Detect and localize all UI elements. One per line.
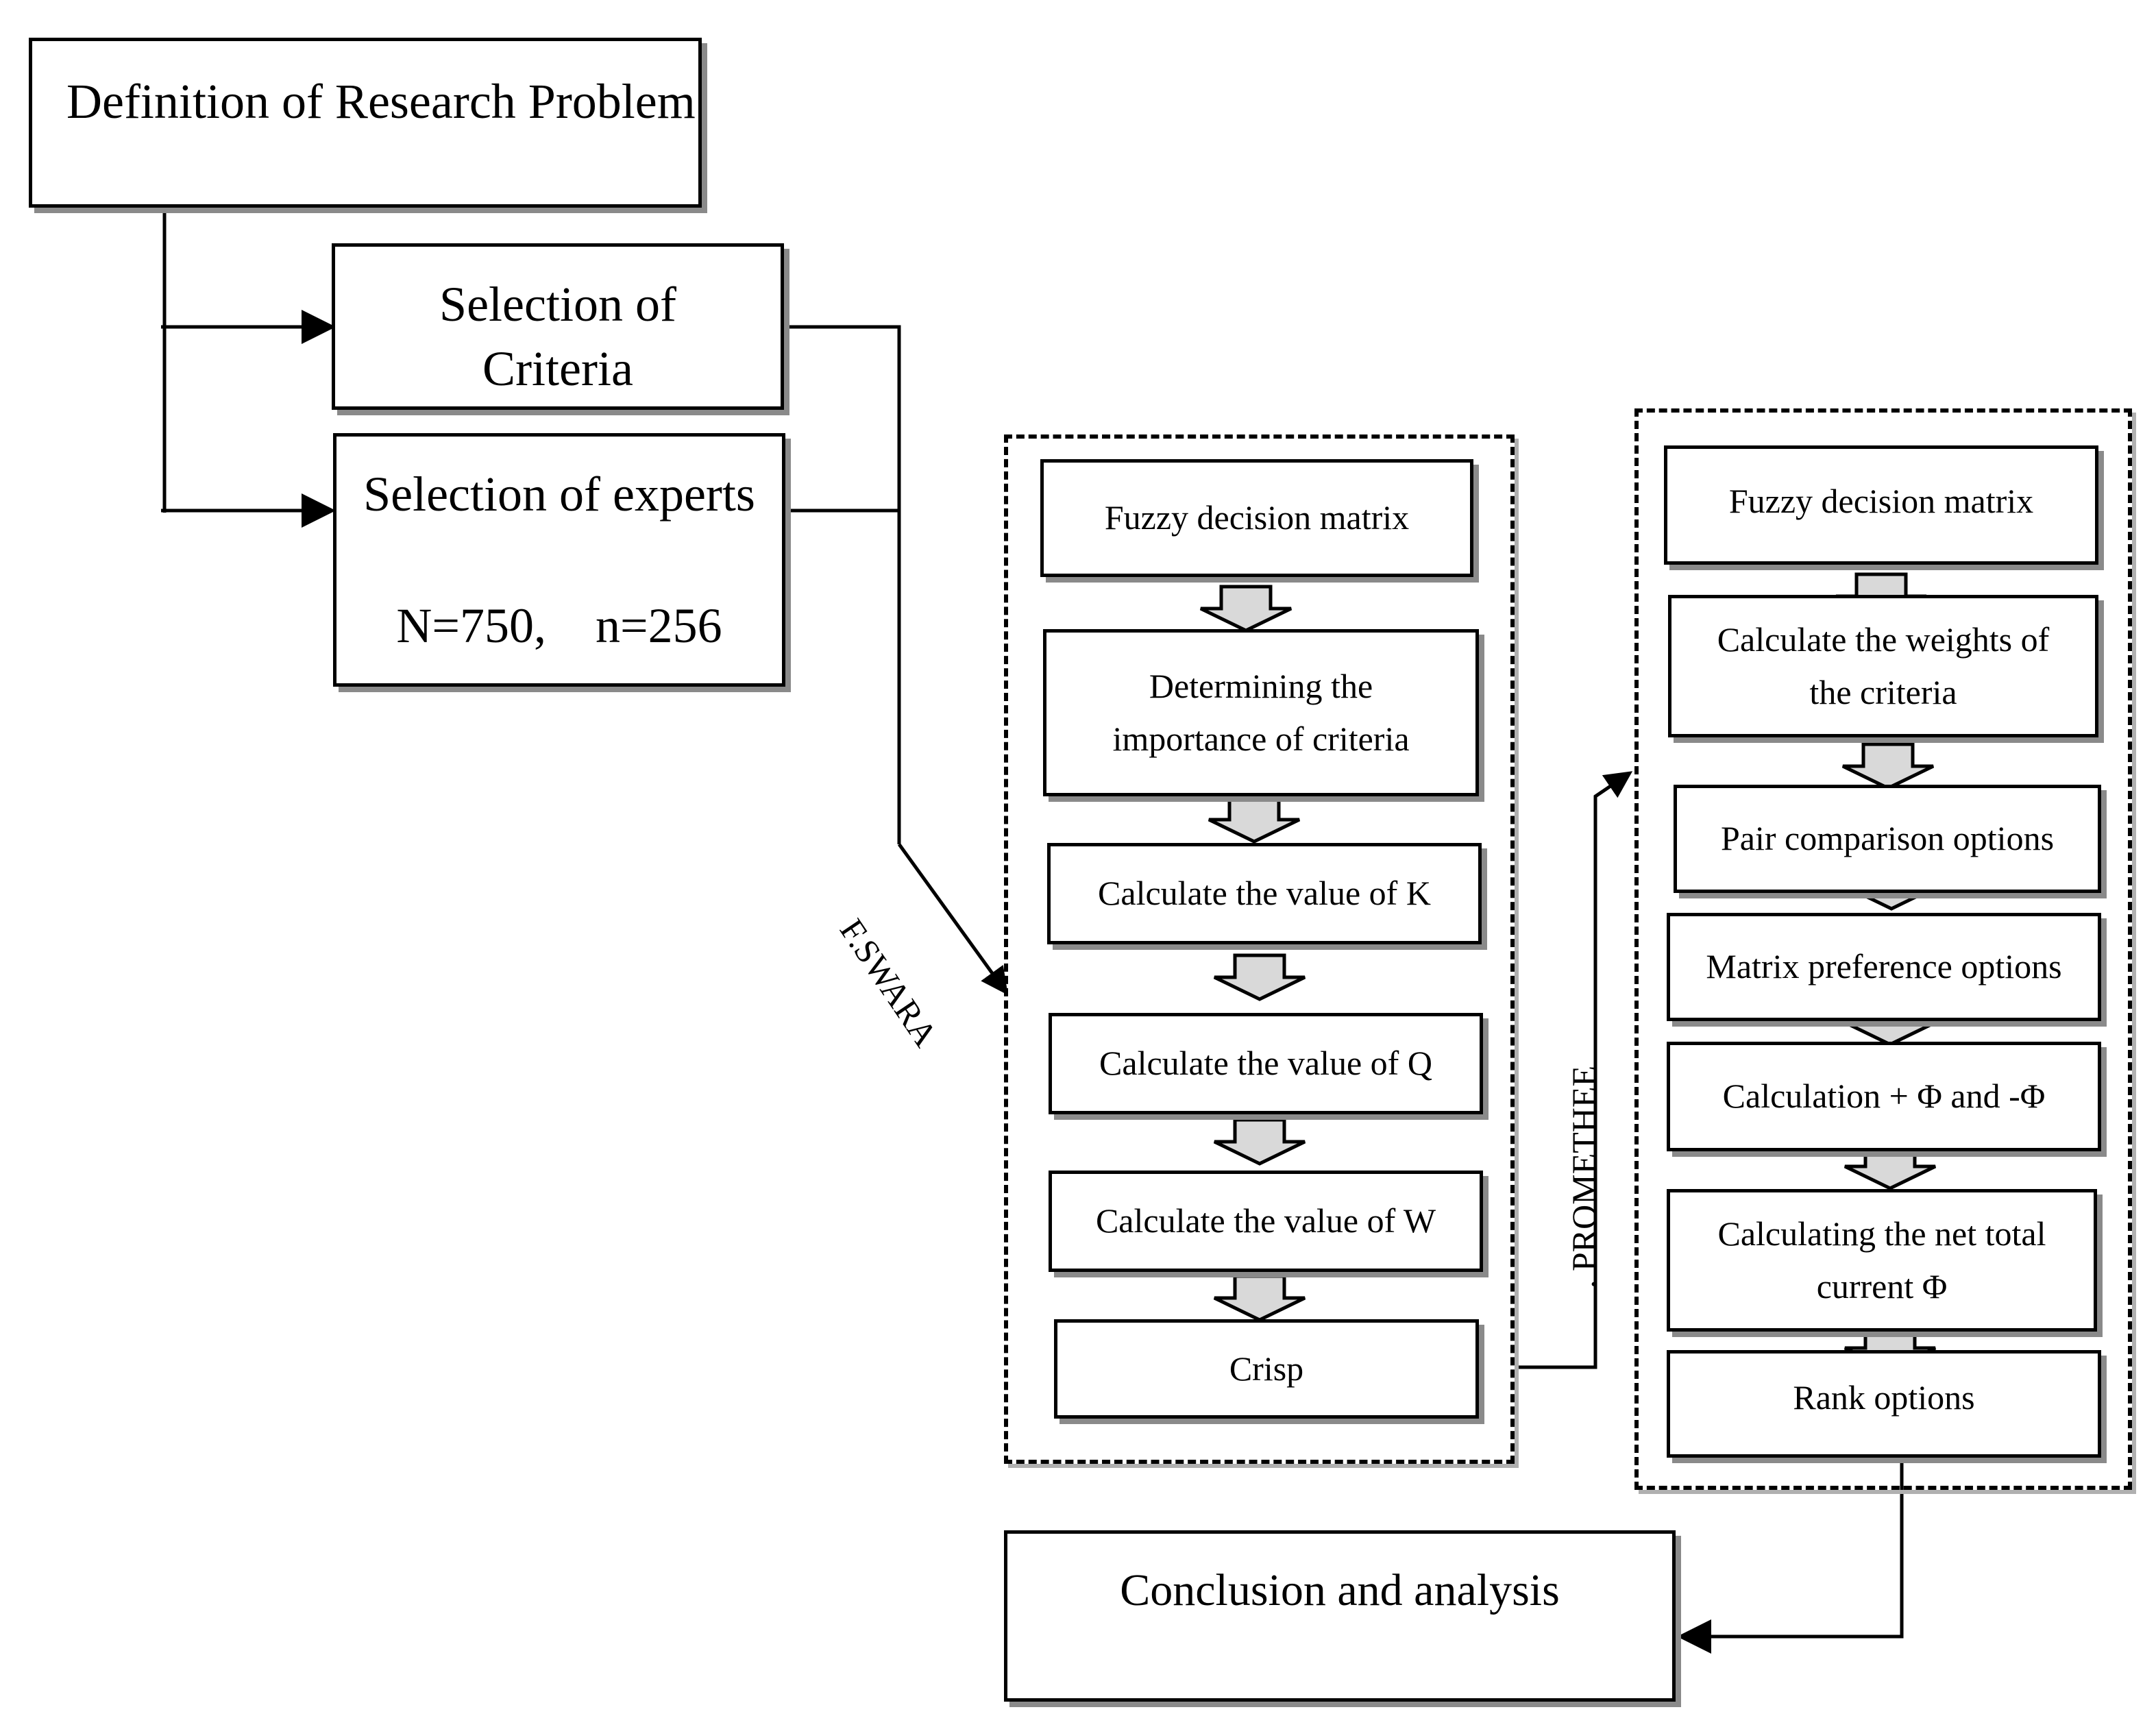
swara-step-fuzzy-matrix: Fuzzy decision matrix bbox=[1040, 459, 1473, 577]
research-problem-box: Definition of Research Problem bbox=[29, 38, 702, 208]
prom-step-rank: Rank options bbox=[1667, 1350, 2101, 1458]
prom-step-pair-comparison: Pair comparison options bbox=[1674, 785, 2101, 893]
arrow-to-conclusion bbox=[1677, 1456, 1904, 1654]
arrow-to-swara bbox=[897, 843, 1008, 996]
criteria-box: Selection of Criteria bbox=[332, 243, 784, 410]
swara-down-arrow-5 bbox=[1213, 1274, 1306, 1322]
arrow-to-promethee bbox=[1515, 771, 1633, 1369]
swara-step-value-q: Calculate the value of Q bbox=[1049, 1013, 1483, 1114]
swara-step-value-k: Calculate the value of K bbox=[1047, 843, 1482, 944]
conclusion-box: Conclusion and analysis bbox=[1004, 1530, 1676, 1702]
prom-step-preference: Matrix preference options bbox=[1667, 913, 2101, 1021]
swara-step-value-w: Calculate the value of W bbox=[1049, 1171, 1483, 1272]
research-problem-text: Definition of Research Problem bbox=[66, 74, 696, 129]
sample-size-text: N=750, n=256 bbox=[396, 598, 722, 653]
promethee-label: . PROMETHEE bbox=[1565, 1066, 1603, 1288]
swara-down-arrow-1 bbox=[1199, 585, 1293, 633]
promethee-down-arrow-2 bbox=[1841, 742, 1935, 790]
experts-box: Selection of experts N=750, n=256 bbox=[333, 433, 785, 687]
prom-step-net-flow: Calculating the net total current Φ bbox=[1667, 1189, 2097, 1332]
criteria-out-line bbox=[788, 325, 901, 844]
prom-step-weights: Calculate the weights of the criteria bbox=[1668, 595, 2098, 737]
prom-step-phi: Calculation + Φ and -Φ bbox=[1667, 1042, 2101, 1151]
swara-down-arrow-3 bbox=[1213, 953, 1306, 1001]
swara-down-arrow-2 bbox=[1208, 796, 1301, 844]
criteria-text-line2: Criteria bbox=[482, 341, 633, 396]
criteria-text-line1: Selection of bbox=[439, 277, 676, 332]
swara-down-arrow-4 bbox=[1213, 1118, 1306, 1166]
swara-step-importance: Determining the importance of criteria bbox=[1043, 629, 1479, 796]
swara-step-crisp: Crisp bbox=[1054, 1319, 1479, 1419]
prom-step-fuzzy-matrix: Fuzzy decision matrix bbox=[1664, 445, 2098, 565]
promethee-frame bbox=[1634, 408, 2132, 1490]
swara-step-arrows bbox=[1199, 585, 1306, 1322]
swara-frame bbox=[1004, 434, 1515, 1464]
conclusion-text: Conclusion and analysis bbox=[1120, 1565, 1560, 1615]
experts-text: Selection of experts bbox=[363, 467, 755, 522]
